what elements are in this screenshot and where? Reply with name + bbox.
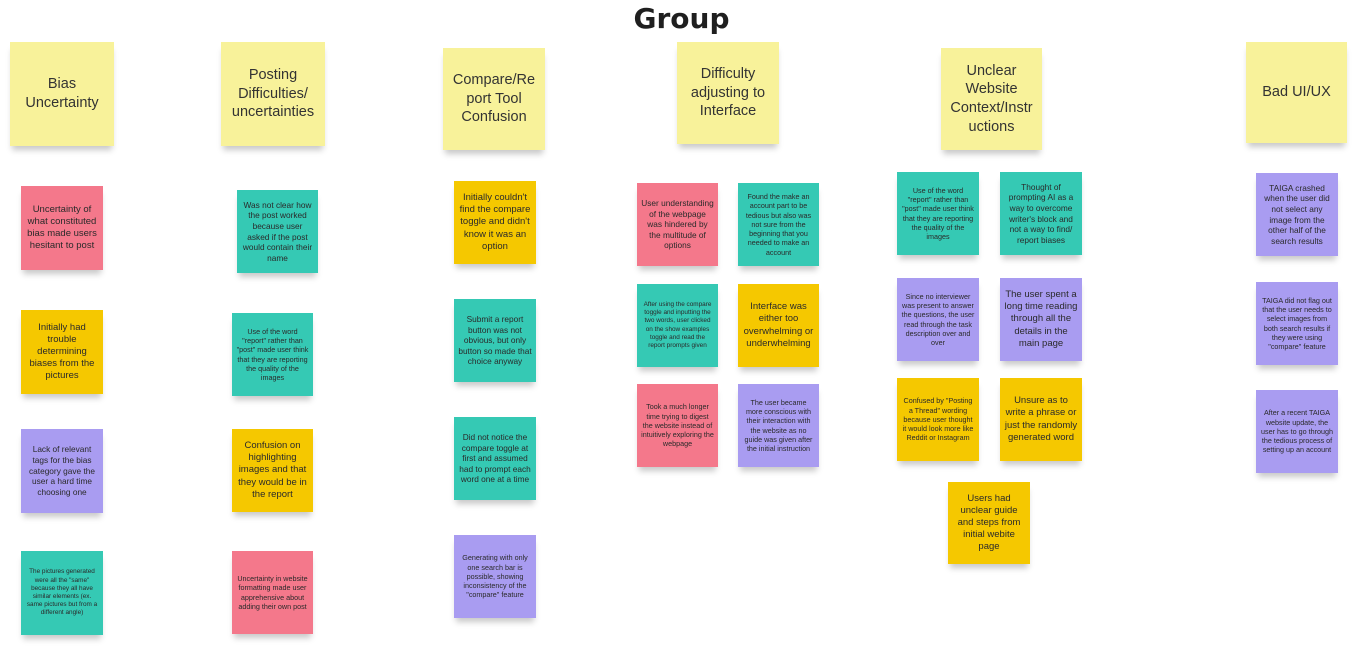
note-text: Confused by "Posting a Thread" wording b… (902, 396, 974, 443)
note-text: Users had unclear guide and steps from i… (957, 492, 1021, 553)
header-note-unclear-website-context[interactable]: Unclear Website Context/Instr uctions (941, 48, 1042, 150)
note-text: Did not notice the compare toggle at fir… (459, 431, 531, 485)
note-text: Since no interviewer was present to answ… (901, 291, 975, 347)
note-text: After a recent TAIGA website update, the… (1261, 408, 1333, 455)
note-text: After using the compare toggle and input… (643, 300, 712, 349)
sticky-note[interactable]: Thought of prompting AI as a way to over… (1000, 172, 1082, 255)
note-text: Unsure as to write a phrase or just the … (1004, 395, 1078, 443)
sticky-note[interactable]: Use of the word "report" rather than "po… (897, 172, 979, 255)
note-text: Interface was either too overwhelming or… (743, 301, 814, 349)
sticky-note[interactable]: The user spent a long time reading throu… (1000, 278, 1082, 361)
note-text: Submit a report button was not obvious, … (458, 313, 532, 367)
sticky-note[interactable]: Initially couldn't find the compare togg… (454, 181, 536, 264)
header-label: Difficulty adjusting to Interface (690, 66, 766, 120)
sticky-note[interactable]: Confusion on highlighting images and tha… (232, 429, 313, 512)
header-note-compare-report-confusion[interactable]: Compare/Re port Tool Confusion (443, 48, 545, 150)
sticky-note[interactable]: Unsure as to write a phrase or just the … (1000, 378, 1082, 461)
note-text: User understanding of the webpage was hi… (641, 197, 714, 251)
sticky-note[interactable]: Use of the word "report" rather than "po… (232, 313, 313, 396)
sticky-note[interactable]: Did not notice the compare toggle at fir… (454, 417, 536, 500)
header-label: Bias Uncertainty (25, 76, 99, 111)
note-text: The pictures generated were all the "sam… (26, 568, 98, 617)
note-text: Initially couldn't find the compare togg… (459, 192, 531, 252)
sticky-note[interactable]: Uncertainty of what constituted bias mad… (21, 186, 103, 270)
sticky-note[interactable]: After using the compare toggle and input… (637, 284, 718, 367)
header-note-posting-difficulties[interactable]: Posting Difficulties/ uncertainties (221, 42, 325, 146)
sticky-note[interactable]: Found the make an account part to be ted… (738, 183, 819, 266)
sticky-note[interactable]: TAIGA did not flag out that the user nee… (1256, 282, 1338, 365)
board-title: Group (633, 2, 730, 35)
header-label: Compare/Re port Tool Confusion (452, 72, 536, 126)
sticky-note[interactable]: Generating with only one search bar is p… (454, 535, 536, 618)
note-text: Uncertainty in website formatting made u… (237, 574, 308, 611)
sticky-note[interactable]: Was not clear how the post worked becaus… (237, 190, 318, 273)
sticky-note[interactable]: The user became more conscious with thei… (738, 384, 819, 467)
note-text: The user spent a long time reading throu… (1004, 289, 1078, 349)
note-text: Uncertainty of what constituted bias mad… (27, 203, 97, 252)
note-text: Use of the word "report" rather than "po… (236, 326, 309, 382)
header-label: Unclear Website Context/Instr uctions (950, 62, 1033, 135)
sticky-note[interactable]: The pictures generated were all the "sam… (21, 551, 103, 635)
note-text: Generating with only one search bar is p… (462, 553, 528, 600)
sticky-note[interactable]: Uncertainty in website formatting made u… (232, 551, 313, 634)
sticky-note[interactable]: After a recent TAIGA website update, the… (1256, 390, 1338, 473)
sticky-note[interactable]: TAIGA crashed when the user did not sele… (1256, 173, 1338, 256)
note-text: Initially had trouble determining biases… (29, 321, 95, 382)
header-note-difficulty-adjusting[interactable]: Difficulty adjusting to Interface (677, 42, 779, 144)
header-note-bias-uncertainty[interactable]: Bias Uncertainty (10, 42, 114, 146)
sticky-note[interactable]: Lack of relevant tags for the bias categ… (21, 429, 103, 513)
note-text: Took a much longer time trying to digest… (641, 402, 714, 449)
sticky-note[interactable]: Submit a report button was not obvious, … (454, 299, 536, 382)
sticky-note[interactable]: User understanding of the webpage was hi… (637, 183, 718, 266)
header-note-bad-ui-ux[interactable]: Bad UI/UX (1246, 42, 1347, 143)
note-text: Found the make an account part to be ted… (745, 192, 812, 257)
sticky-note[interactable]: Since no interviewer was present to answ… (897, 278, 979, 361)
note-text: The user became more conscious with thei… (744, 397, 813, 453)
sticky-note[interactable]: Interface was either too overwhelming or… (738, 284, 819, 367)
sticky-note[interactable]: Initially had trouble determining biases… (21, 310, 103, 394)
header-label: Bad UI/UX (1262, 84, 1331, 101)
note-text: Use of the word "report" rather than "po… (902, 185, 974, 241)
sticky-note[interactable]: Users had unclear guide and steps from i… (948, 482, 1030, 564)
note-text: TAIGA did not flag out that the user nee… (1262, 295, 1332, 351)
header-label: Posting Difficulties/ uncertainties (231, 67, 315, 121)
note-text: Was not clear how the post worked becaus… (242, 199, 313, 263)
note-text: TAIGA crashed when the user did not sele… (1264, 182, 1330, 246)
note-text: Confusion on highlighting images and tha… (238, 440, 307, 500)
note-text: Lack of relevant tags for the bias categ… (29, 444, 95, 497)
note-text: Thought of prompting AI as a way to over… (1008, 181, 1074, 245)
sticky-note[interactable]: Took a much longer time trying to digest… (637, 384, 718, 467)
sticky-note[interactable]: Confused by "Posting a Thread" wording b… (897, 378, 979, 461)
